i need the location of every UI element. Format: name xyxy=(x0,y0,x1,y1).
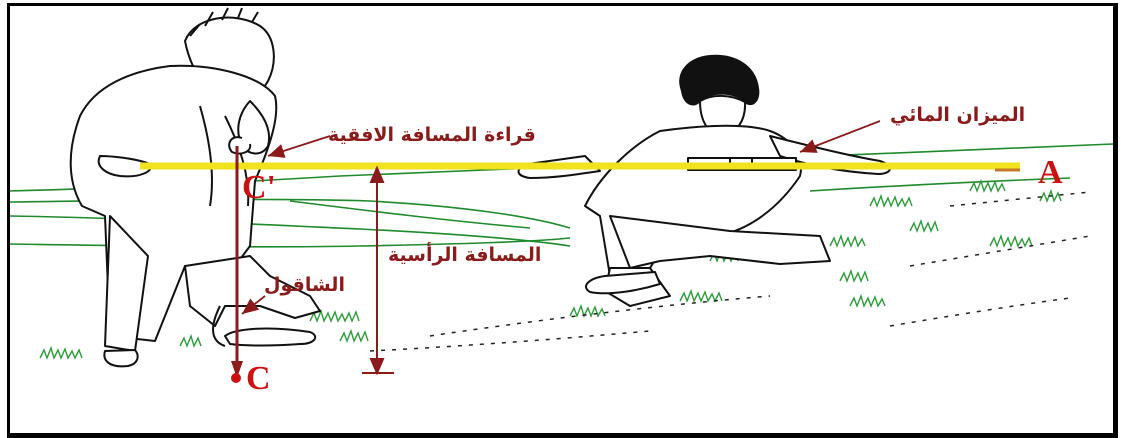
water-level-label: الميزان المائي xyxy=(890,104,1025,126)
diagram-frame: الميزان المائي قراءة المسافة الافقية الم… xyxy=(7,3,1118,438)
vertical-distance-dimension xyxy=(362,168,394,373)
point-c-dot xyxy=(231,373,241,383)
surveying-scene xyxy=(10,6,1113,433)
right-surveyor-figure xyxy=(518,56,889,306)
point-c-prime-label: C' xyxy=(242,171,276,205)
point-c-label: C xyxy=(246,362,271,396)
left-surveyor-figure xyxy=(71,8,320,366)
vertical-distance-label: المسافة الرأسية xyxy=(388,244,541,266)
horizontal-reading-label: قراءة المسافة الافقية xyxy=(328,124,536,146)
point-a-label: A xyxy=(1038,156,1063,190)
plumb-bob-label: الشاقول xyxy=(264,274,345,296)
